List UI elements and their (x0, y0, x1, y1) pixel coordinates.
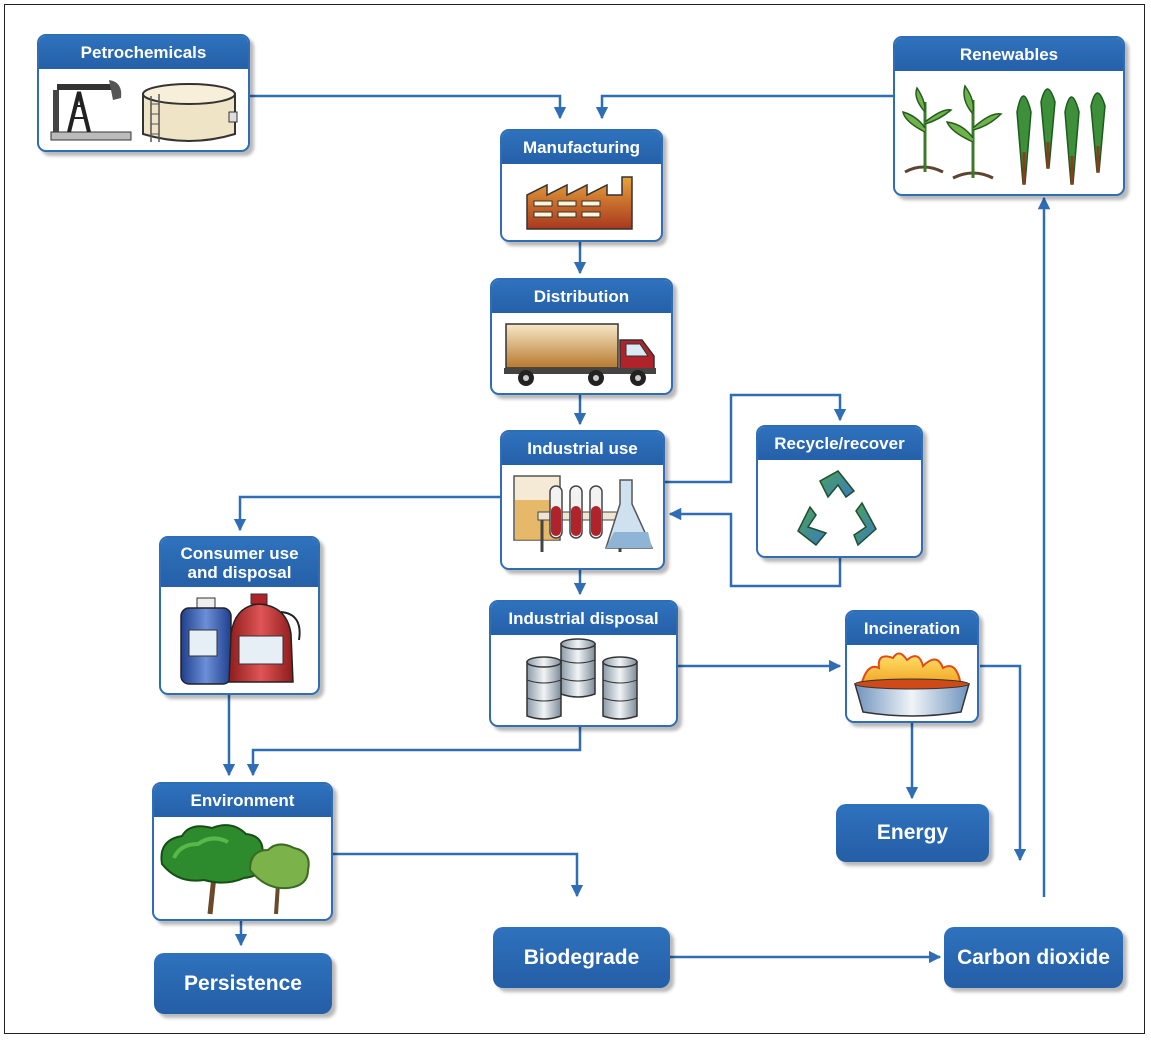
node-consumer-label-line2: and disposal (187, 563, 292, 582)
node-consumer-use: Consumer use and disposal (159, 536, 320, 695)
node-recycle-label: Recycle/recover (758, 427, 921, 460)
node-persistence-label: Persistence (184, 971, 302, 995)
arrow-recycle-to-industrial-use (668, 507, 842, 588)
node-industrial-use-label: Industrial use (502, 432, 663, 465)
arrow-environment-to-biodegrade (333, 852, 584, 898)
node-persistence: Persistence (154, 953, 332, 1014)
node-consumer-label-line1: Consumer use (180, 544, 299, 563)
diagram-frame (4, 4, 1145, 1034)
node-biodegrade-label: Biodegrade (523, 945, 640, 969)
arrow-industrial-use-to-consumer (233, 495, 500, 532)
node-recycle-recover: Recycle/recover (756, 425, 923, 558)
plants-trees-icon (902, 84, 1106, 185)
node-petrochemicals: Petrochemicals (37, 34, 250, 152)
node-industrial-use: Industrial use (500, 430, 665, 570)
recycle-icon (797, 470, 877, 547)
node-distribution: Distribution (490, 278, 673, 395)
node-petrochemicals-label: Petrochemicals (39, 36, 248, 69)
node-industrial-disposal-label: Industrial disposal (491, 602, 676, 635)
oil-pump-tank-icon (50, 80, 238, 142)
node-environment-label: Environment (154, 784, 331, 817)
node-industrial-disposal: Industrial disposal (489, 600, 678, 727)
arrow-incineration-to-carbon-dioxide (980, 664, 1027, 862)
node-incineration: Incineration (845, 610, 979, 723)
truck-icon (504, 323, 656, 386)
node-renewables: Renewables (893, 36, 1125, 196)
node-carbon-dioxide-label: Carbon dioxide (957, 945, 1110, 969)
arrow-industrial-disposal-to-environment (246, 727, 582, 777)
bottles-icon (180, 593, 301, 685)
node-manufacturing: Manufacturing (500, 129, 663, 242)
arrow-renewables-to-manufacturing (595, 94, 893, 120)
fire-icon (854, 652, 970, 717)
factory-icon (526, 176, 633, 230)
arrow-industrial-use-to-recycle (665, 393, 847, 484)
node-distribution-label: Distribution (492, 280, 671, 313)
barrels-icon (526, 638, 638, 720)
node-renewables-label: Renewables (895, 38, 1123, 71)
node-environment: Environment (152, 782, 333, 921)
node-carbon-dioxide: Carbon dioxide (944, 927, 1123, 988)
lab-glassware-icon (513, 475, 654, 552)
node-biodegrade: Biodegrade (493, 927, 670, 988)
node-manufacturing-label: Manufacturing (502, 131, 661, 164)
arrow-petrochemicals-to-manufacturing (250, 94, 567, 120)
node-incineration-label: Incineration (847, 612, 977, 645)
trees-icon (160, 824, 310, 915)
node-energy-label: Energy (876, 821, 949, 844)
node-energy: Energy (836, 804, 989, 862)
